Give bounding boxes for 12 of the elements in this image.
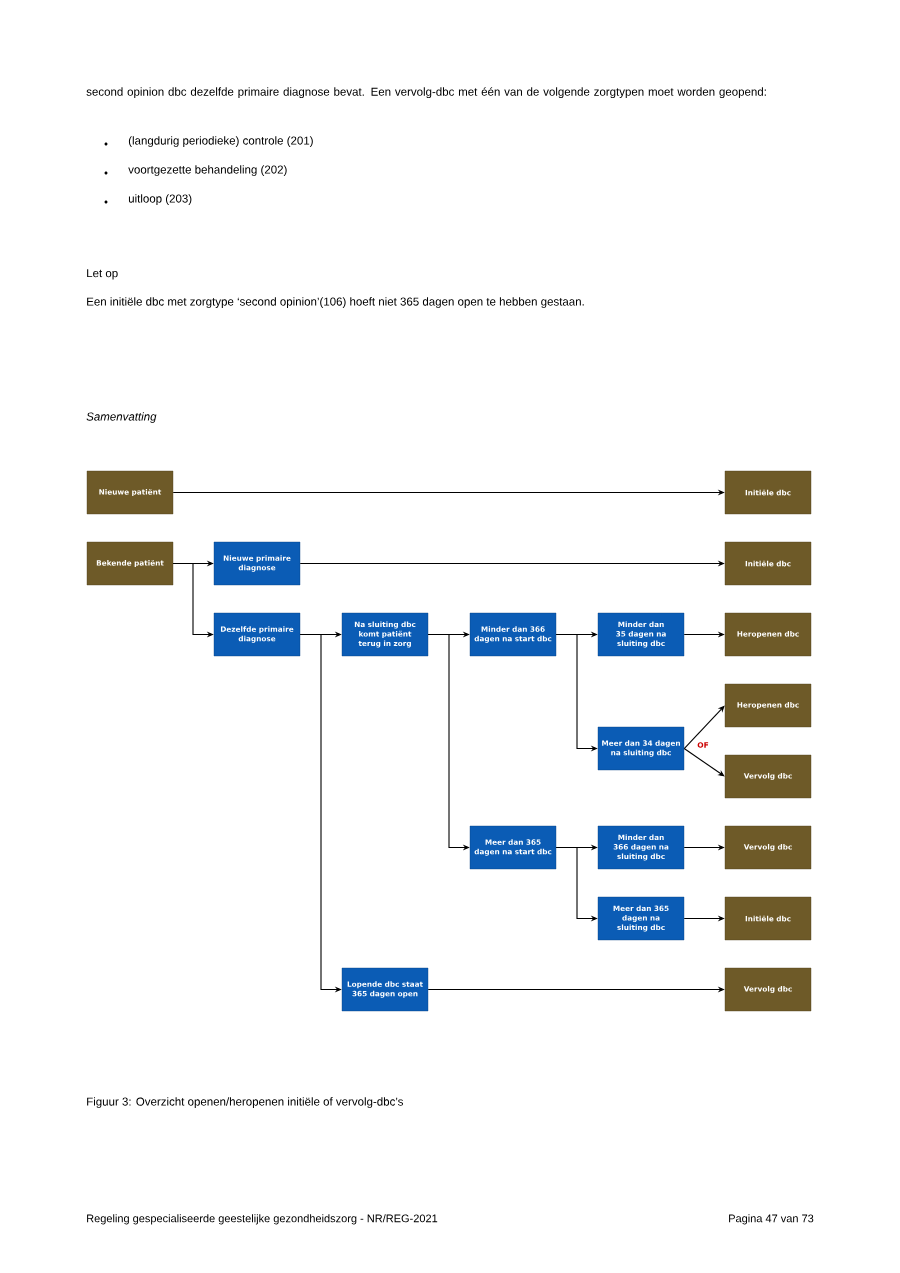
bullet-item: voortgezette behandeling (202) xyxy=(128,165,287,176)
bullet-item: uitloop (203) xyxy=(128,194,192,205)
bullet-item: (langdurig periodieke) controle (201) xyxy=(128,136,313,147)
paragraph: second opinion dbc dezelfde primaire diagnose bevat. Een vervolg-dbc met één van de volgende zorgtypen moet worden geopend: xyxy=(86,87,766,99)
arrow xyxy=(683,747,725,777)
footer-text: Regeling gespecialiseerde geestelijke gezondheidszorg - NR/REG-2021 xyxy=(87,1214,438,1225)
page-number: Pagina 47 van 73 xyxy=(729,1214,814,1225)
figure-caption: Figuur 3: Overzicht openen/heropenen initiële of vervolg-dbc’s xyxy=(87,1097,403,1108)
section-heading: Samenvatting xyxy=(86,412,157,423)
note-text: Een initiële dbc met zorgtype ‘second opinion’(106) hoeft niet 365 dagen open te hebben gestaan. xyxy=(87,297,584,308)
note-heading: Let op xyxy=(87,269,118,280)
arrow xyxy=(683,705,725,750)
